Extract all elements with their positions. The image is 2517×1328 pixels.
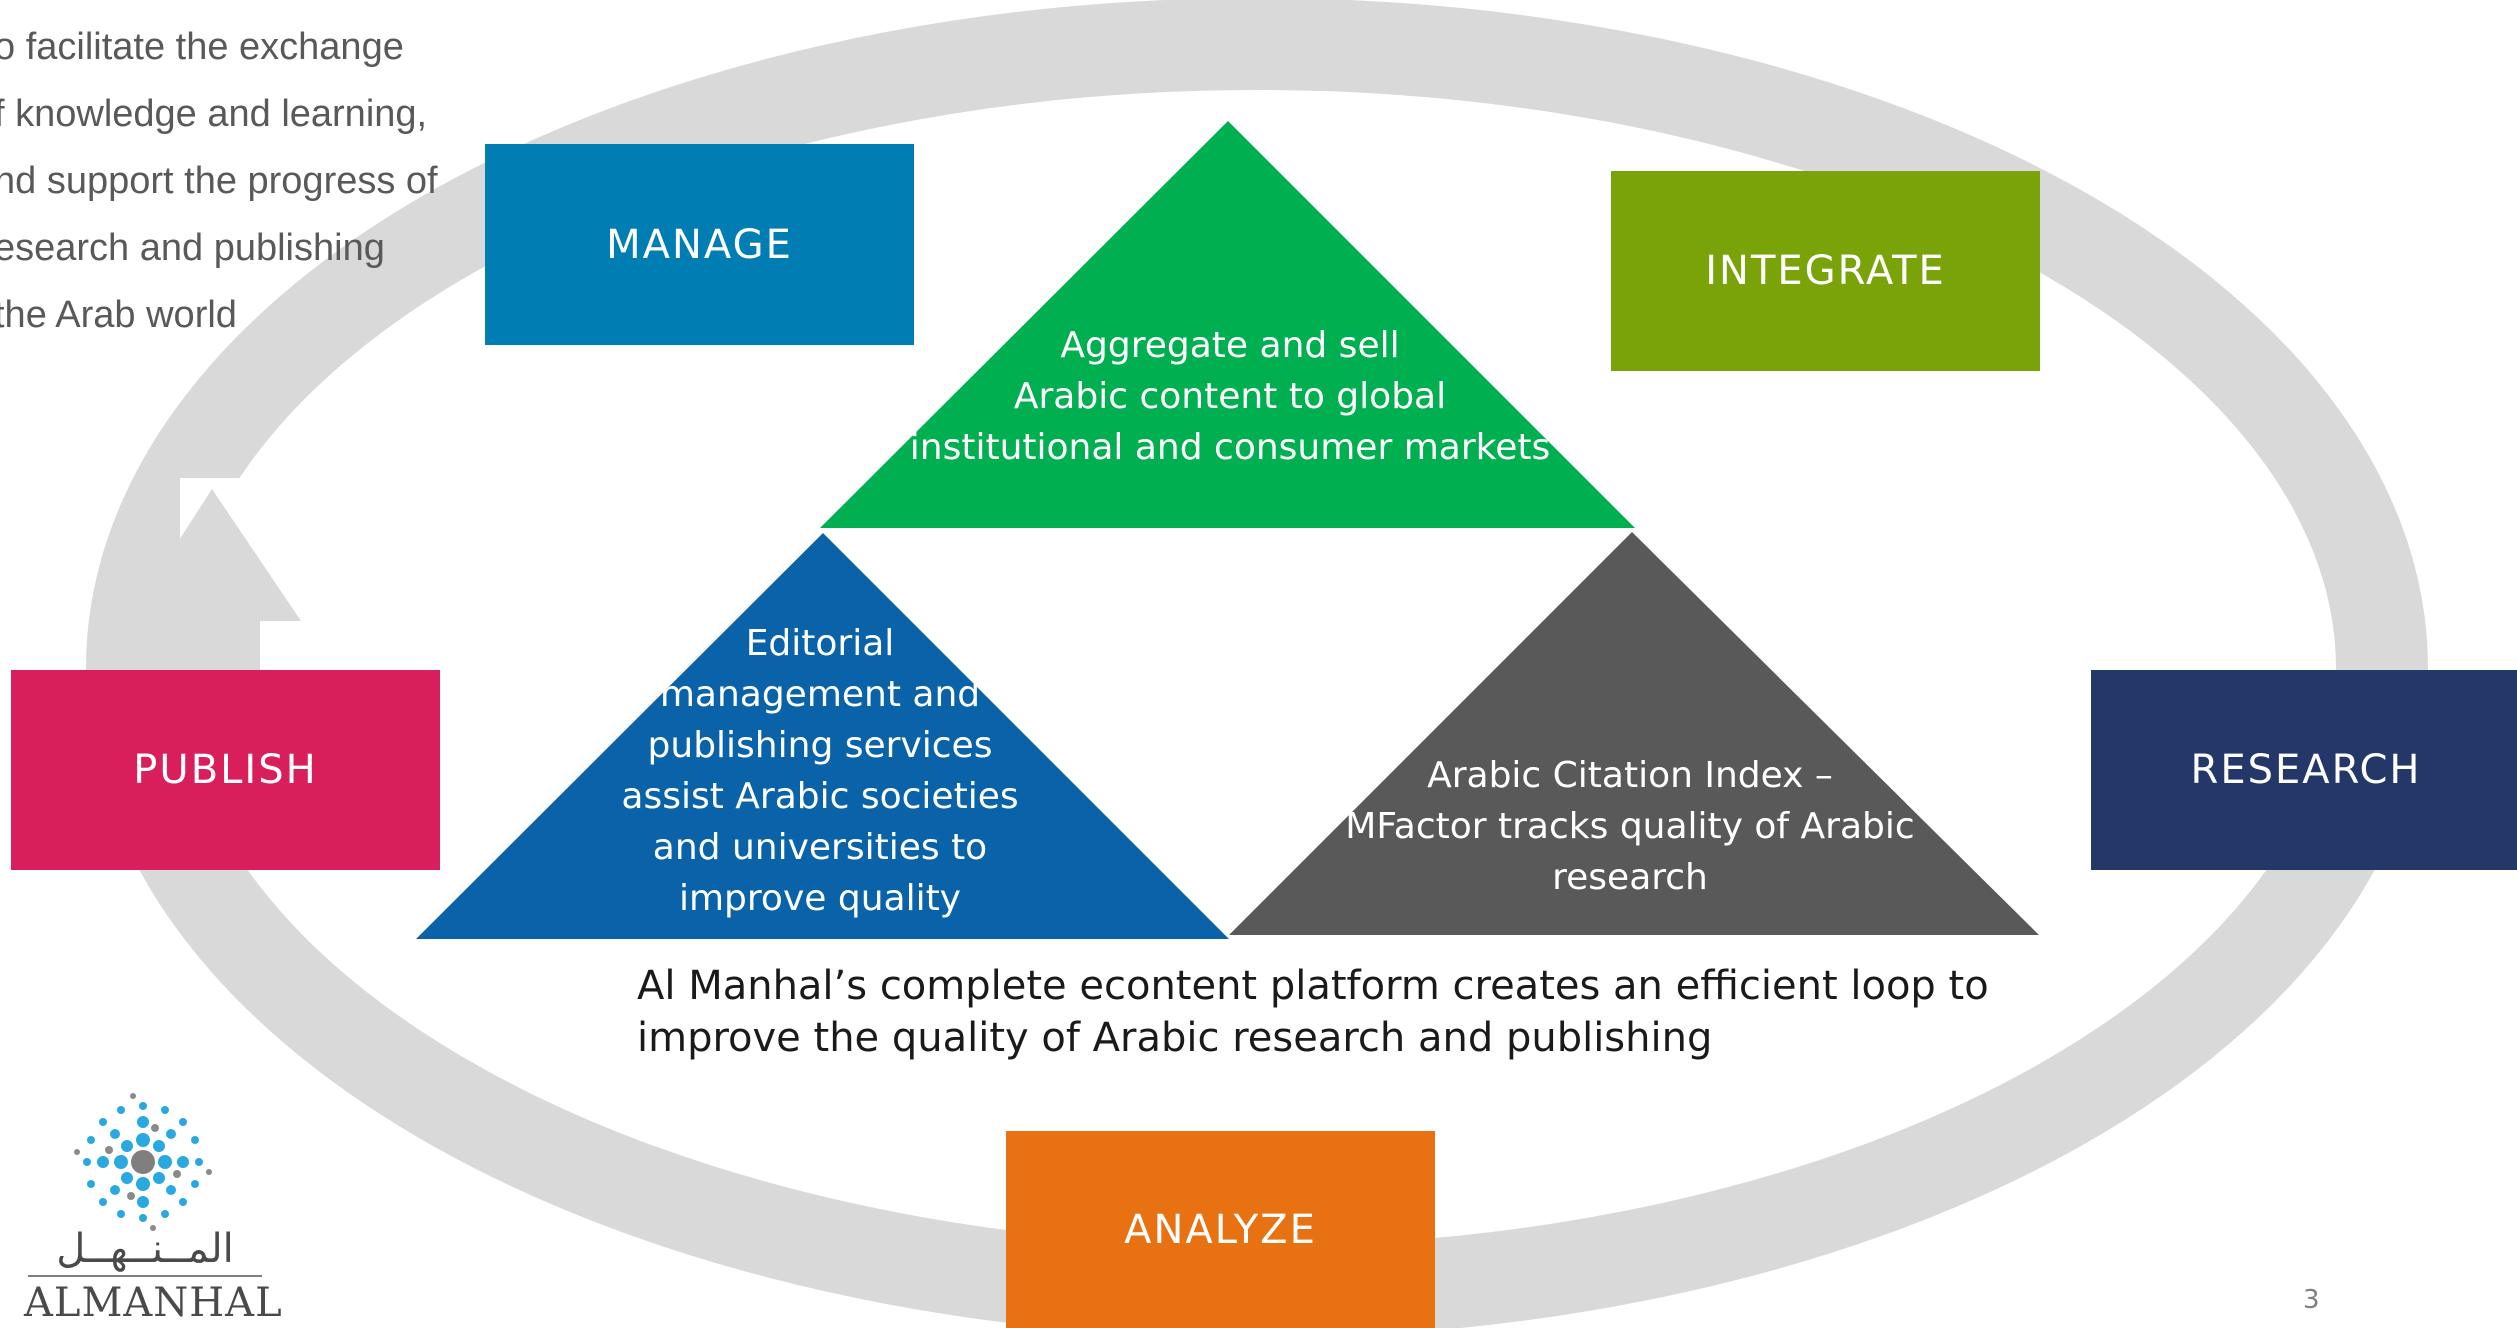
mission-line: f knowledge and learning, [0, 93, 428, 135]
triangle-left-line: assist Arabic societies [621, 776, 1019, 817]
page-number: 3 [2303, 1285, 2320, 1315]
triangle-right-line: MFactor tracks quality of Arabic [1345, 806, 1915, 847]
integrate-box: INTEGRATE [1611, 171, 2040, 371]
publish-label: PUBLISH [133, 747, 318, 793]
analyze-box: ANALYZE [1006, 1131, 1435, 1328]
triangle-left-line: and universities to [652, 827, 988, 868]
mission-line: esearch and publishing [0, 227, 385, 269]
loop-arrow-head [127, 489, 301, 621]
logo-dot-cluster [74, 1093, 212, 1231]
triangle-right-line: research [1552, 857, 1708, 898]
triangle-left-text: Editorial management and publishing serv… [580, 618, 1060, 924]
triangle-right [1229, 532, 2039, 935]
almanhal-logo-icon: المــنــهــل [28, 1093, 262, 1277]
triangle-left-line: improve quality [678, 878, 961, 919]
integrate-label: INTEGRATE [1705, 248, 1946, 294]
research-label: RESEARCH [2190, 747, 2422, 793]
analyze-label: ANALYZE [1124, 1206, 1317, 1253]
mission-line: o facilitate the exchange [0, 26, 404, 68]
triangle-right-text: Arabic Citation Index – MFactor tracks q… [1300, 750, 1960, 903]
mission-line: nd support the progress of [0, 160, 438, 202]
triangle-right-line: Arabic Citation Index – [1427, 755, 1833, 796]
triangle-top-line: Aggregate and sell [1060, 325, 1400, 366]
caption: Al Manhal’s complete econtent platform c… [637, 960, 2037, 1064]
triangle-top-line: institutional and consumer markets [909, 427, 1551, 468]
triangle-left-line: management and [659, 674, 981, 715]
research-box: RESEARCH [2091, 670, 2517, 870]
mission-text: o facilitate the exchange f knowledge an… [0, 14, 454, 349]
publish-box: PUBLISH [11, 670, 440, 870]
triangle-left-line: Editorial [745, 623, 895, 664]
logo-arabic-text: المــنــهــل [56, 1226, 234, 1272]
manage-box: MANAGE [485, 144, 914, 345]
caption-line-1: Al Manhal’s complete econtent platform c… [637, 963, 1989, 1009]
caption-line-2: improve the quality of Arabic research a… [637, 1015, 1713, 1061]
triangle-top-text: Aggregate and sell Arabic content to glo… [880, 320, 1580, 473]
mission-line: the Arab world [0, 294, 237, 336]
manage-label: MANAGE [606, 221, 793, 268]
triangle-left-line: publishing services [647, 725, 993, 766]
triangle-top-line: Arabic content to global [1013, 376, 1447, 417]
triangle-left [416, 533, 1229, 939]
logo-english-text: ALMANHAL [24, 1280, 283, 1326]
triangle-top [820, 121, 1635, 528]
